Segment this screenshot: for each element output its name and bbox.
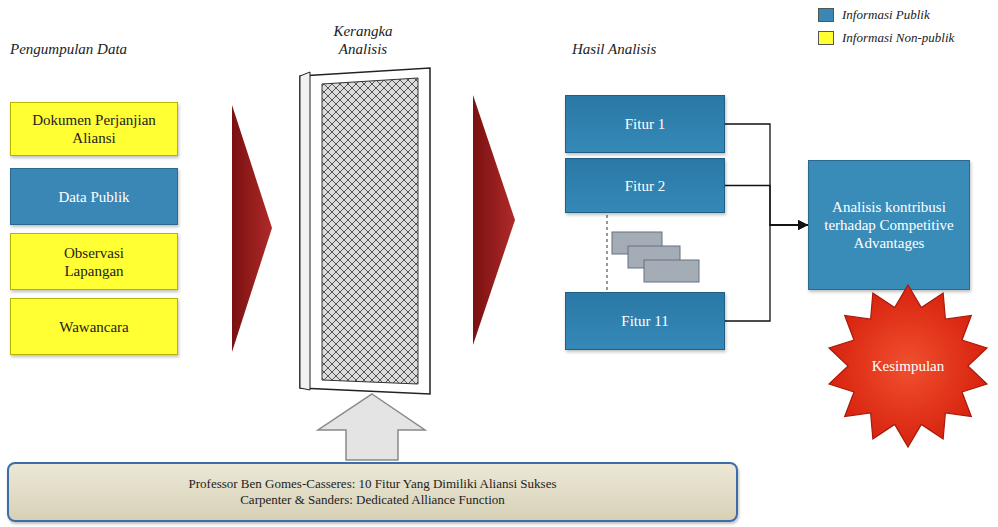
- conclusion-burst: Kesimpulan: [825, 282, 991, 450]
- analysis-box: Analisis kontribusi terhadap Competitive…: [808, 160, 970, 290]
- flow-triangle: [232, 105, 272, 352]
- feature-box: Fitur 11: [565, 292, 725, 350]
- merge-connector: [725, 225, 808, 321]
- node-text: Analisis kontribusi terhadap Competitive…: [819, 198, 959, 252]
- node-text: Data Publik: [58, 188, 129, 206]
- feature-box: Fitur 1: [565, 95, 725, 153]
- node-text: Kesimpulan: [872, 357, 945, 375]
- column-heading: Kerangka Analisis: [318, 22, 408, 58]
- node-text: Observasi Lapangan: [44, 244, 144, 280]
- node-text: Wawancara: [59, 318, 129, 336]
- flow-triangle: [473, 95, 515, 345]
- node-text: Fitur 11: [621, 312, 668, 330]
- legend-swatch: [818, 31, 834, 45]
- node-text: Dokumen Perjanjian Aliansi: [32, 111, 156, 147]
- frame-mesh: [322, 78, 418, 384]
- node-text: Carpenter & Sanders: Dedicated Alliance …: [240, 492, 505, 508]
- legend-text: Informasi Publik: [842, 7, 930, 23]
- node-text: Professor Ben Gomes-Casseres: 10 Fitur Y…: [189, 476, 557, 492]
- source-box: Wawancara: [10, 298, 178, 355]
- legend-text: Informasi Non-publik: [842, 30, 954, 46]
- starburst-outline: [829, 285, 987, 447]
- source-box: Observasi Lapangan: [10, 233, 178, 290]
- stack-card: [644, 260, 699, 282]
- legend-swatch: [818, 8, 834, 22]
- frame-side: [300, 72, 310, 390]
- merge-connector: [725, 124, 808, 225]
- merge-connector: [725, 186, 808, 226]
- source-box: Data Publik: [10, 168, 178, 225]
- up-arrow: [318, 394, 425, 460]
- source-box: Dokumen Perjanjian Aliansi: [10, 102, 178, 156]
- node-text: Fitur 2: [625, 177, 665, 195]
- dashed-line: [607, 215, 608, 290]
- feature-box: Fitur 2: [565, 158, 725, 213]
- node-text: Fitur 1: [625, 115, 665, 133]
- column-heading: Pengumpulan Data: [10, 40, 170, 58]
- frame-panel: [300, 68, 430, 394]
- framework-source-box: Professor Ben Gomes-Casseres: 10 Fitur Y…: [7, 462, 738, 522]
- column-heading: Hasil Analisis: [572, 40, 702, 58]
